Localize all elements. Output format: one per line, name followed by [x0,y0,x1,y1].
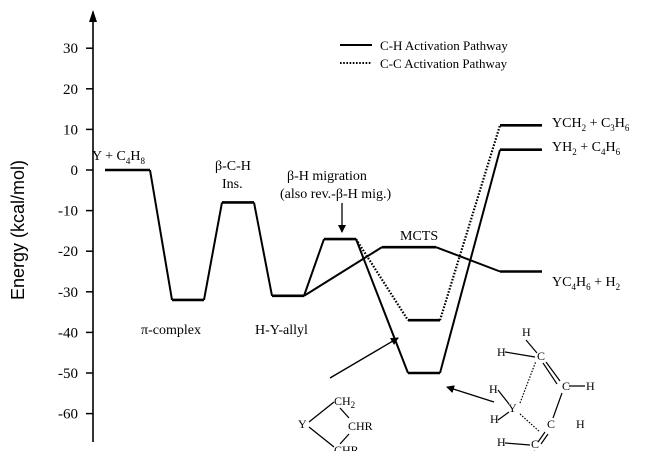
y-ticks: -60 -50 -40 -30 -20 -10 0 10 20 30 [58,41,93,423]
dc-arrow [446,385,495,403]
dc-c4: C [531,437,539,451]
mc-bonds [308,401,350,448]
dc-h2: H [497,345,506,359]
mc-chr-top: CHR [348,419,373,433]
y-tick-label-3: -30 [58,285,78,301]
mc-chr-bottom: CHR [334,443,359,451]
dc-h4: H [586,379,595,393]
dc-h5: H [490,412,499,426]
y-tick-label-6: 0 [71,163,79,179]
connector-mcts-to-yc4h6-h2 [435,246,501,273]
connector-beta-ch-ins-to-h-y-allyl [253,202,273,297]
label-beta-h-mig-1: β-H migration [287,169,367,184]
dc-c3: C [547,417,555,431]
connector-c-c-intermediate-to-ych2-c3h6 [438,125,502,321]
y-tick-label-2: -40 [58,325,78,341]
connector-h-y-allyl-to-beta-h-migration [303,238,325,297]
y-tick-label-9: 30 [63,41,78,57]
connector-pi-complex-to-beta-ch-ins [203,202,223,301]
dc-y: Y [508,401,517,415]
legend-label-cc: C-C Activation Pathway [380,56,508,71]
label-beta-h-mig-2: (also rev.-β-H mig.) [280,187,392,202]
connector-y-c4h8-to-pi-complex [149,169,173,301]
label-h-y-allyl: H-Y-allyl [255,323,308,338]
label-mcts: MCTS [400,229,438,244]
label-y-c4h8: Y + C4H8 [92,149,145,166]
y-tick-label-1: -50 [58,366,78,382]
connector-metallacycle-min-to-yh2-c4h6 [439,149,501,374]
y-axis-arrow [89,10,97,22]
y-tick-label-7: 10 [63,122,78,138]
dc-h6: H [576,417,585,431]
dc-h3: H [489,382,498,396]
y-tick-label-5: -10 [58,204,78,220]
energy-levels [105,124,542,375]
legend: C-H Activation Pathway C-C Activation Pa… [340,38,508,71]
metallacycle-structure: Y CH2 CHR CHR [298,337,399,451]
label-beta-ch-2: Ins. [222,177,243,192]
dc-h7: H [497,435,506,449]
label-beta-ch-1: β-C-H [215,159,251,174]
dc-c2: C [562,379,570,393]
mc-ch2: CH2 [334,394,355,410]
dc-dotted-bonds [519,360,541,433]
connector-beta-h-migration-to-c-c-intermediate [355,238,409,321]
dc-bonds [497,339,585,451]
mc-arrow [329,337,399,379]
y-tick-label-4: -20 [58,244,78,260]
dc-c1: C [537,349,545,363]
connector-beta-h-migration-to-metallacycle-min [355,238,409,374]
connector-h-y-allyl-to-mcts [303,246,383,297]
y-tick-label-0: -60 [58,407,78,423]
dc-h1: H [522,325,531,339]
label-ych2-c3h6: YCH2 + C3H6 [552,116,630,133]
legend-label-ch: C-H Activation Pathway [380,38,508,53]
y-tick-label-8: 20 [63,82,78,98]
mc-y: Y [298,417,307,431]
diene-complex-structure: Y H H C H C H H C H H C H [446,325,595,451]
label-yh2-c4h6: YH2 + C4H6 [552,140,621,157]
label-pi-complex: π-complex [141,323,201,338]
label-yc4h6-h2: YC4H6 + H2 [552,275,620,292]
connectors [149,125,502,374]
y-axis-label: Energy (kcal/mol) [8,160,28,300]
